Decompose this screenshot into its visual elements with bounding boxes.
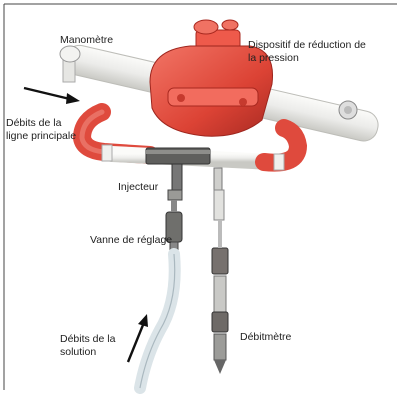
right-valve	[339, 101, 357, 119]
label-main-line: Débits de la ligne principale	[6, 117, 76, 143]
label-solution: Débits de la solution	[60, 333, 115, 359]
pressure-reduction-device	[150, 20, 273, 136]
label-injector: Injecteur	[118, 181, 158, 194]
label-flowmeter: Débitmètre	[240, 331, 291, 344]
label-valve: Vanne de réglage	[90, 234, 172, 247]
label-pressure-device: Dispositif de réduction de la pression	[248, 39, 366, 65]
label-manometre: Manomètre	[60, 34, 113, 47]
left-arrow-icon	[24, 88, 80, 104]
flowmeter	[212, 190, 228, 374]
